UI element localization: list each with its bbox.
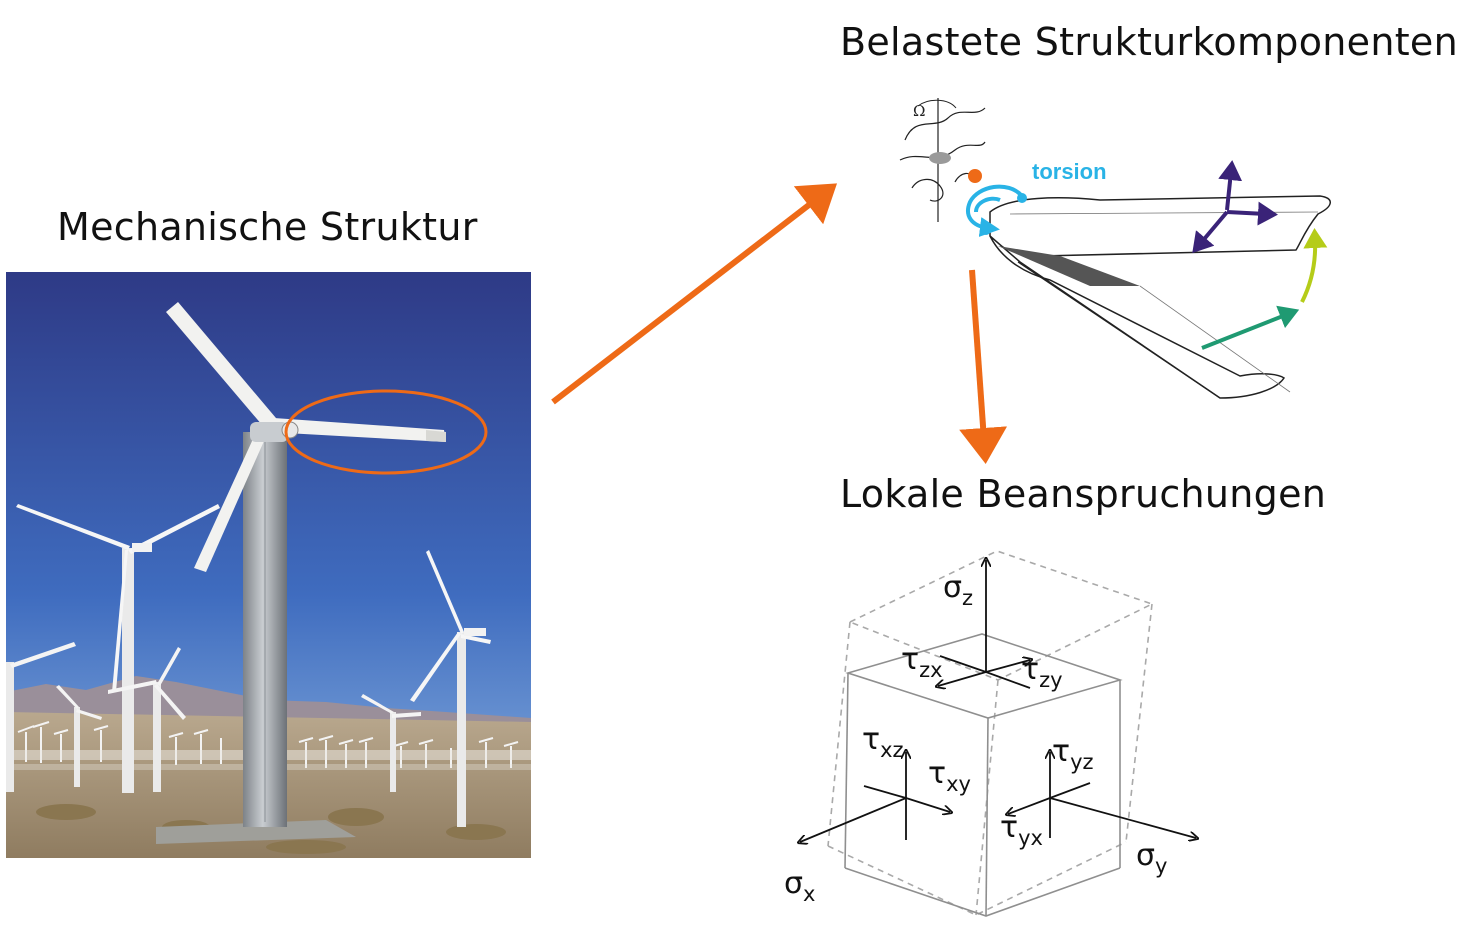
tau-yz-label: τyz (1052, 734, 1094, 774)
tau-zy-label: τzy (1021, 652, 1063, 692)
local-stresses-heading: Lokale Beanspruchungen (840, 472, 1327, 516)
blade-root-point (968, 169, 982, 183)
tau-xz-label: τxz (862, 722, 904, 762)
blade-coordinate-axes (1192, 160, 1278, 254)
tau-yx-label: τyx (1000, 810, 1043, 850)
flow-arrow-structure-to-components (551, 183, 838, 405)
flow-arrow-components-to-stresses (959, 269, 1008, 464)
torsion-label: torsion (1032, 159, 1107, 184)
omega-label: Ω (913, 102, 926, 120)
torsion-arrows (966, 184, 1024, 237)
flapwise-deflection-arrow (1201, 305, 1300, 350)
blade-sketch (989, 195, 1331, 399)
hub-disc (929, 152, 951, 164)
tip-deflection-arrow (1300, 228, 1328, 303)
stress-cube (800, 550, 1196, 917)
sigma-x-label: σx (784, 866, 816, 906)
sigma-z-label: σz (943, 570, 974, 610)
loaded-components-heading: Belastete Strukturkomponenten (840, 20, 1458, 64)
tau-zx-label: τzx (901, 642, 943, 682)
mechanical-structure-heading: Mechanische Struktur (57, 205, 478, 249)
sigma-y-label: σy (1136, 838, 1168, 878)
blade-highlight-ellipse (284, 389, 488, 475)
tau-xy-label: τxy (928, 756, 971, 796)
wind-farm-photo (6, 272, 531, 858)
